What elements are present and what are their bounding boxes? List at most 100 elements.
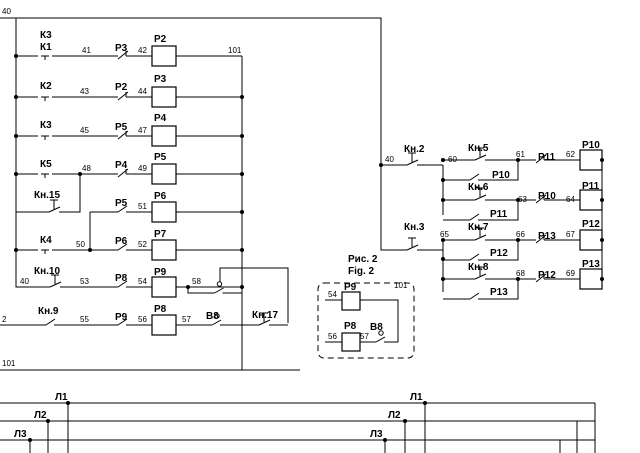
key-head	[214, 313, 220, 319]
component-label: Р8	[154, 304, 167, 315]
wire-number: 60	[448, 155, 457, 164]
component-label: Р8	[344, 321, 357, 332]
component-label: К3	[40, 120, 52, 131]
junction-dot	[28, 438, 32, 442]
component-label: Р11	[582, 181, 600, 192]
kn17-loop	[219, 267, 289, 323]
component-label: В8	[370, 322, 383, 333]
wire-number: 49	[138, 164, 147, 173]
component-label: Р13	[538, 231, 556, 242]
component-label: Р13	[490, 287, 508, 298]
fig-row1-out	[360, 299, 399, 342]
p7-coil	[151, 239, 177, 261]
right-row-nc	[528, 154, 552, 164]
component-label: Кн.2	[404, 144, 425, 155]
component-label: Р3	[154, 74, 167, 85]
component-label: Кн.9	[38, 306, 59, 317]
component-label: Кн.7	[468, 222, 489, 233]
wire-number: 55	[80, 315, 89, 324]
wire-number: 51	[138, 202, 147, 211]
kn2-button	[400, 152, 424, 166]
left-bus	[15, 18, 40, 288]
junction-dot	[240, 248, 244, 252]
junction-dot	[516, 238, 520, 242]
wire-number: 57	[182, 315, 191, 324]
seal-contact	[462, 292, 486, 300]
bus-label: Л1	[410, 392, 423, 403]
wire-number: 101	[394, 281, 408, 290]
junction-dot	[383, 438, 387, 442]
wire-number: 54	[138, 277, 147, 286]
key-blade	[214, 287, 224, 294]
component-label: Кн.10	[34, 266, 60, 277]
junction-dot	[600, 198, 604, 202]
component-label: Р6	[115, 236, 128, 247]
wire-number: 40	[2, 7, 11, 16]
kn3-button	[400, 237, 424, 251]
p3-nc-contact	[110, 50, 134, 60]
junction-dots	[14, 54, 604, 442]
component-label: Р9	[115, 312, 128, 323]
fig-v8-contact	[368, 330, 392, 343]
wire-number: 52	[138, 240, 147, 249]
component-label: Р10	[492, 170, 510, 181]
junction-dot	[403, 419, 407, 423]
p10-coil	[579, 149, 603, 171]
junction-dot	[379, 163, 383, 167]
seal-contact	[462, 213, 486, 221]
contact-blade	[469, 253, 480, 261]
junction-dot	[441, 178, 445, 182]
seal-out	[486, 240, 519, 261]
junction-dot	[600, 277, 604, 281]
component-label: Р4	[115, 160, 128, 171]
node58-branch	[187, 287, 205, 294]
junction-dot	[516, 277, 520, 281]
component-label: Кн.8	[468, 262, 489, 273]
component-label: Кн.5	[468, 143, 489, 154]
component-label: К5	[40, 159, 52, 170]
button-blade	[474, 234, 487, 241]
right-row-button	[465, 266, 495, 280]
seal-out	[486, 200, 519, 221]
wire-number: 61	[516, 150, 525, 159]
junction-dot	[240, 172, 244, 176]
wire-number: 67	[566, 230, 575, 239]
component-label: Р6	[154, 191, 167, 202]
component-label: Р10	[538, 191, 556, 202]
button-blade	[406, 244, 419, 251]
right-row-nc	[528, 273, 552, 283]
wire-number: 65	[440, 230, 449, 239]
junction-dot	[516, 158, 520, 162]
nc-contact	[110, 168, 134, 178]
component-label: Р8	[115, 273, 128, 284]
contact-blade	[117, 243, 128, 251]
contacts	[38, 50, 552, 343]
contact-blade	[117, 280, 128, 288]
wiring	[0, 17, 603, 453]
component-label: Р12	[538, 270, 556, 281]
fig2-frame	[317, 282, 415, 359]
key-blade	[211, 319, 222, 326]
junction-dot	[441, 158, 445, 162]
relay-coil	[151, 86, 177, 108]
wire-number: 62	[566, 150, 575, 159]
junction-dot	[441, 238, 445, 242]
wire-number: 40	[385, 155, 394, 164]
p5-no-contact	[110, 205, 134, 213]
wire-number: 64	[566, 195, 575, 204]
junction-dot	[88, 248, 92, 252]
kn17-button	[252, 312, 276, 326]
k4-contact	[41, 249, 49, 254]
contact-blade	[469, 173, 480, 181]
p8-coil	[151, 314, 177, 336]
component-label: Р2	[154, 34, 167, 45]
p6-no-contact	[110, 243, 134, 251]
contact-blade	[117, 318, 128, 326]
kn15-branch	[15, 174, 38, 213]
wire-number: 69	[566, 269, 575, 278]
junction-dot	[600, 238, 604, 242]
k1-contact	[41, 55, 49, 60]
junction-dot	[516, 198, 520, 202]
component-label: Р13	[582, 259, 600, 270]
